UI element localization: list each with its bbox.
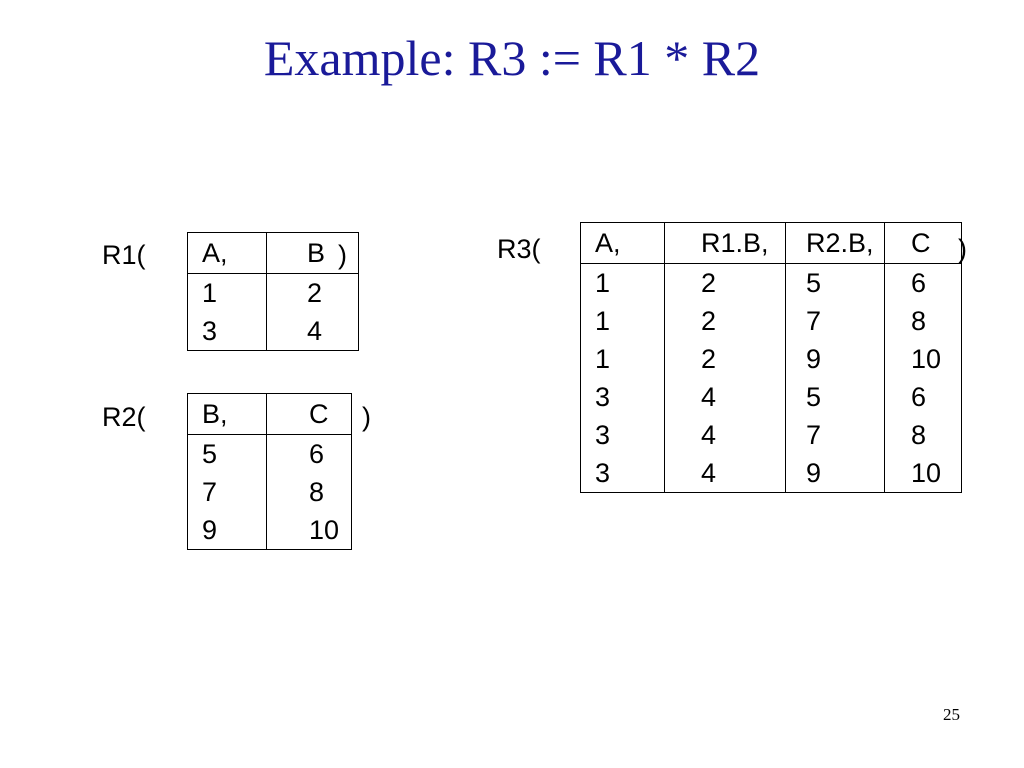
table-cell: 3 [580, 378, 665, 416]
table-row: 9 10 [187, 511, 352, 550]
table-cell: 7 [785, 416, 885, 454]
table-cell: 1 [580, 302, 665, 340]
table-cell: 1 [187, 273, 267, 312]
table-cell: 4 [664, 378, 786, 416]
table-cell: 5 [785, 263, 885, 302]
r3-table: A, R1.B, R2.B, C 1 2 5 6 1 2 7 8 1 2 9 1… [580, 222, 962, 493]
slide-title: Example: R3 := R1 * R2 [263, 30, 761, 86]
table-cell: 1 [580, 263, 665, 302]
r3-label: R3( [497, 234, 541, 264]
table-cell: 10 [884, 454, 962, 493]
table-cell: 4 [664, 416, 786, 454]
r1-header-a: A, [187, 232, 267, 274]
table-cell: 8 [266, 473, 352, 511]
page-number: 25 [943, 705, 960, 724]
table-cell: 7 [785, 302, 885, 340]
table-header-row: B, C [187, 393, 352, 435]
r2-header-c: C [266, 393, 352, 435]
r3-header-r2b: R2.B, [785, 222, 885, 264]
table-header-row: A, R1.B, R2.B, C [580, 222, 962, 264]
table-row: 3 4 7 8 [580, 416, 962, 454]
table-cell: 10 [884, 340, 962, 378]
table-row: 1 2 7 8 [580, 302, 962, 340]
r3-header-r1b: R1.B, [664, 222, 786, 264]
table-cell: 4 [664, 454, 786, 493]
table-row: 1 2 9 10 [580, 340, 962, 378]
table-cell: 3 [187, 312, 267, 351]
table-cell: 2 [664, 302, 786, 340]
table-row: 1 2 5 6 [580, 263, 962, 302]
table-cell: 7 [187, 473, 267, 511]
table-cell: 8 [884, 416, 962, 454]
table-row: 3 4 9 10 [580, 454, 962, 493]
r2-table: B, C 5 6 7 8 9 10 [187, 393, 352, 550]
table-cell: 2 [266, 273, 359, 312]
table-cell: 3 [580, 454, 665, 493]
r2-label: R2( [102, 402, 146, 432]
r1-table: A, B 1 2 3 4 [187, 232, 359, 351]
table-cell: 6 [266, 434, 352, 473]
r2-close-paren: ) [362, 402, 371, 432]
table-cell: 1 [580, 340, 665, 378]
r1-close-paren: ) [338, 240, 347, 270]
table-cell: 9 [785, 340, 885, 378]
table-cell: 9 [187, 511, 267, 550]
table-row: 7 8 [187, 473, 352, 511]
r3-close-paren: ) [958, 234, 967, 264]
table-cell: 8 [884, 302, 962, 340]
table-row: 3 4 [187, 312, 359, 351]
table-cell: 3 [580, 416, 665, 454]
r3-header-a: A, [580, 222, 665, 264]
table-cell: 5 [785, 378, 885, 416]
table-cell: 6 [884, 263, 962, 302]
table-cell: 5 [187, 434, 267, 473]
table-row: 3 4 5 6 [580, 378, 962, 416]
table-row: 5 6 [187, 434, 352, 473]
table-cell: 9 [785, 454, 885, 493]
table-cell: 4 [266, 312, 359, 351]
table-cell: 6 [884, 378, 962, 416]
r1-header-b: B [266, 232, 359, 274]
r1-label: R1( [102, 240, 146, 270]
table-cell: 2 [664, 263, 786, 302]
r2-header-b: B, [187, 393, 267, 435]
table-cell: 2 [664, 340, 786, 378]
table-header-row: A, B [187, 232, 359, 274]
table-cell: 10 [266, 511, 352, 550]
table-row: 1 2 [187, 273, 359, 312]
r3-header-c: C [884, 222, 962, 264]
